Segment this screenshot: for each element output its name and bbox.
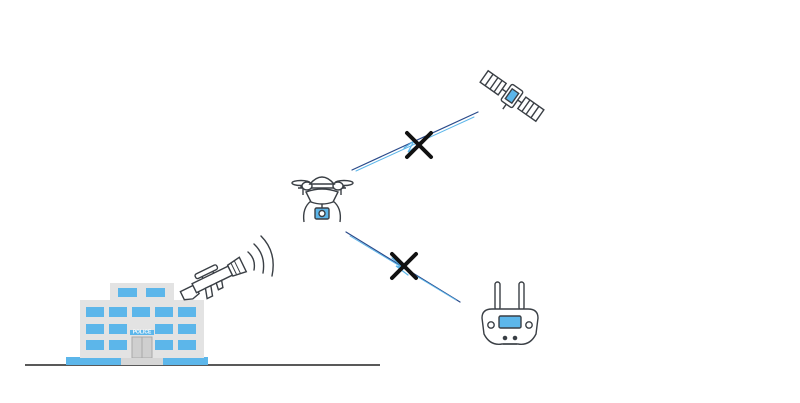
signal-waves-icon: [248, 236, 273, 276]
drone-icon: [292, 177, 353, 222]
jammer-gun-icon: [176, 254, 249, 308]
police-sign: POLICE: [133, 330, 152, 336]
satellite-icon: [475, 68, 546, 128]
block-x-icon: [392, 254, 416, 278]
block-x-icon: [407, 133, 431, 157]
remote-controller-icon: [482, 282, 538, 344]
